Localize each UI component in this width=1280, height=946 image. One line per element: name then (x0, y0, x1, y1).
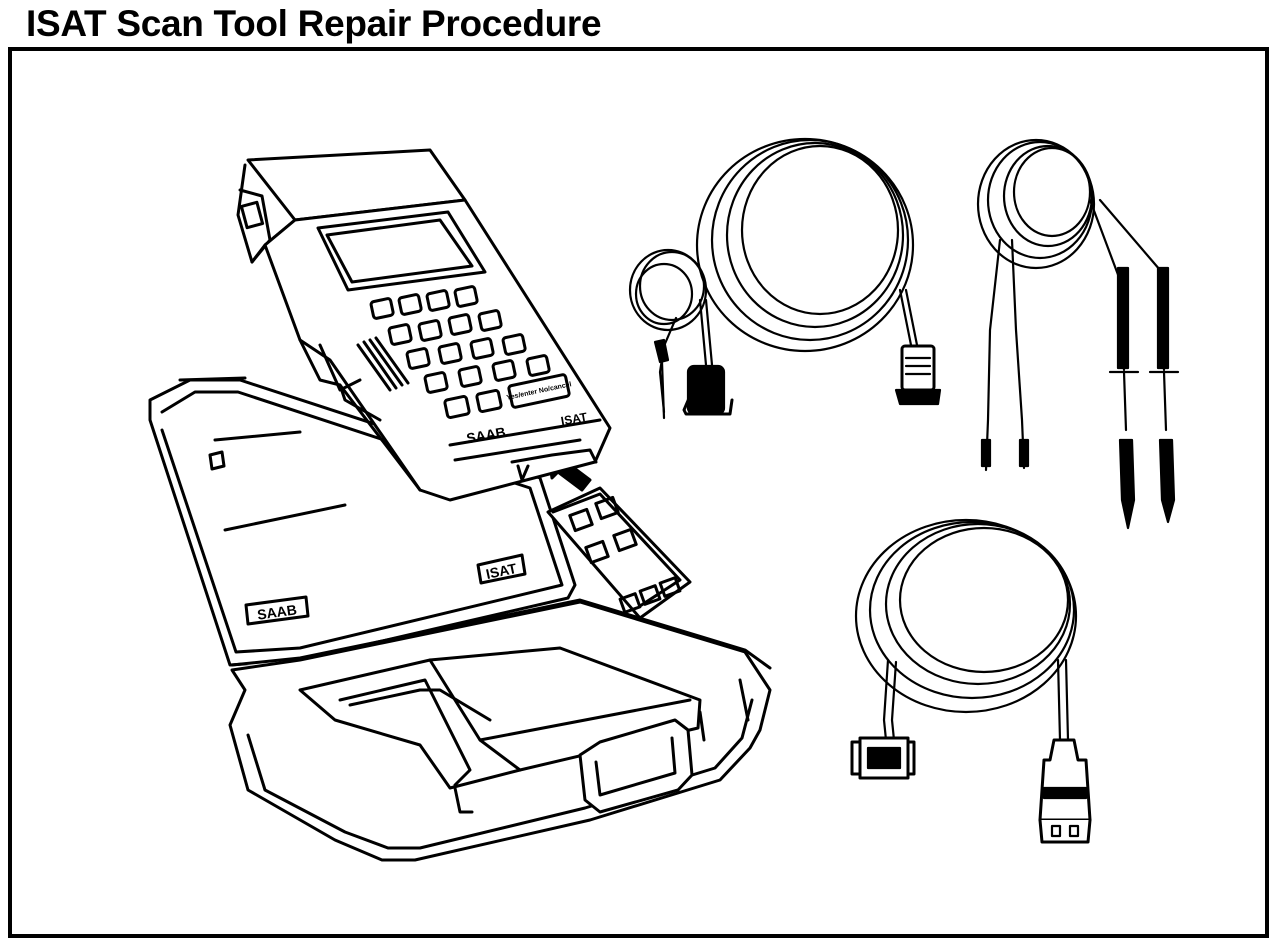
case-isat-text: ISAT (484, 560, 518, 582)
page-title: ISAT Scan Tool Repair Procedure (26, 3, 602, 44)
case-isat-label: ISAT (476, 553, 527, 585)
memory-cartridge (546, 486, 692, 620)
tool-brand-label: SAAB (465, 424, 507, 447)
case-lid: ISAT SAAB (148, 376, 577, 667)
diagnostic-cable-round-connector (628, 137, 942, 420)
tool-screen (316, 210, 487, 292)
case-base (228, 600, 772, 862)
scan-tool-handheld: Yes/enter No/cancel SAAB ISAT (236, 148, 612, 502)
case-saab-label: SAAB (244, 595, 310, 626)
obd-connector (1038, 738, 1092, 822)
db25-diagnostic-cable (850, 518, 1092, 844)
case-handle (578, 718, 694, 814)
diagram-frame (8, 47, 1269, 938)
tool-model-label: ISAT (560, 410, 589, 428)
round-connector (686, 364, 726, 416)
carrying-case: ISAT SAAB (148, 376, 772, 862)
case-saab-text: SAAB (256, 601, 298, 622)
tool-keypad (369, 285, 571, 420)
probe-test-leads (976, 138, 1180, 530)
d-sub-connector (900, 344, 936, 392)
cartridge-slot (510, 448, 598, 464)
